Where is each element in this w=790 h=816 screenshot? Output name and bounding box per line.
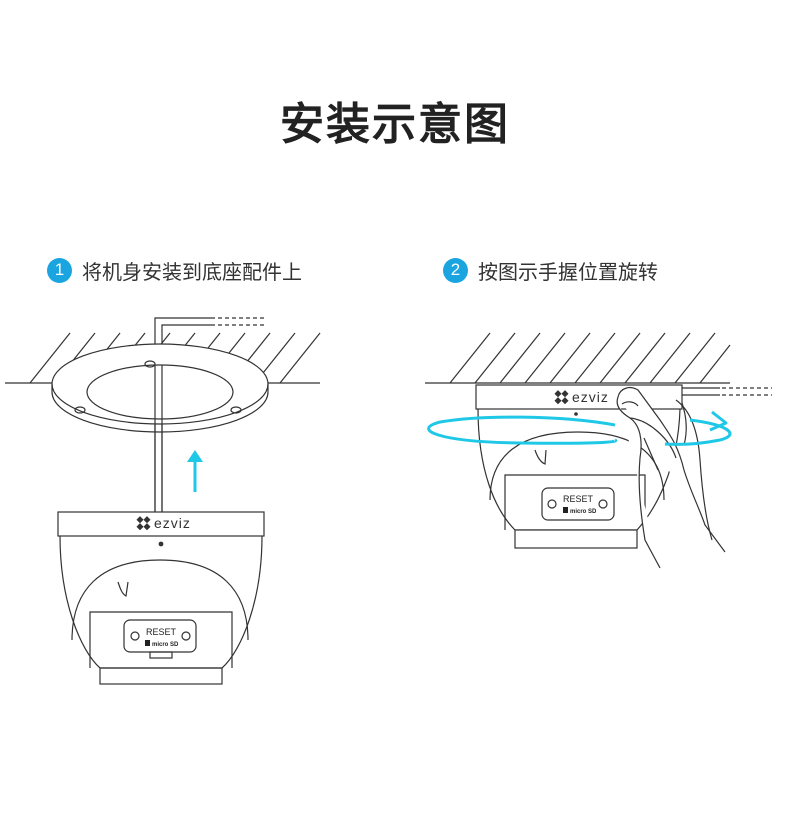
ceiling-hatch-2: [425, 332, 731, 384]
step-1-illustration: [5, 317, 321, 685]
base-mount: [51, 343, 269, 512]
step-2-text: 按图示手握位置旋转: [478, 259, 658, 284]
step-2-number: 2: [443, 257, 468, 283]
camera-logo-2: ezviz: [554, 389, 608, 405]
brand-label-1: ezviz: [154, 515, 191, 531]
lock-icon-1: [145, 640, 150, 646]
sd-label-2: micro SD: [570, 509, 597, 515]
reset-label-1: RESET: [146, 627, 177, 637]
page-title: 安装示意图: [280, 99, 510, 150]
step-2-illustration: [425, 332, 772, 569]
step-1: 1 将机身安装到底座配件上: [47, 256, 302, 284]
step-1-text: 将机身安装到底座配件上: [82, 259, 302, 284]
camera-body-1: [57, 511, 265, 685]
up-arrow-icon: [187, 450, 203, 492]
sd-label-1: micro SD: [152, 642, 179, 648]
step-2: 2 按图示手握位置旋转: [443, 256, 658, 284]
lock-icon-2: [563, 507, 568, 513]
rotate-arrow-icon: [427, 410, 732, 446]
hand-icon: [616, 387, 726, 569]
reset-label-2: RESET: [563, 494, 594, 504]
camera-logo-1: ezviz: [136, 515, 190, 531]
indicator-dot-2: [574, 412, 578, 416]
step-1-number: 1: [47, 257, 72, 283]
brand-label-2: ezviz: [572, 389, 609, 405]
